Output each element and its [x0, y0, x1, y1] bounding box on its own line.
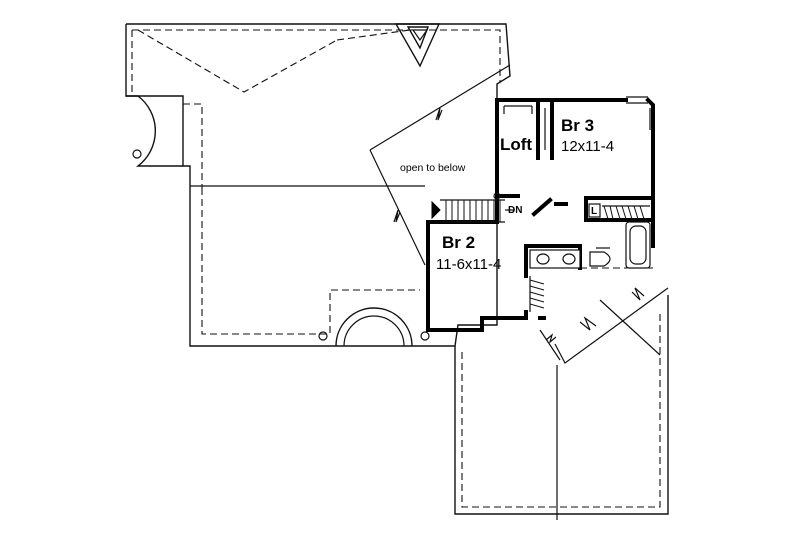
bathroom-fixtures	[529, 221, 653, 269]
stair-down	[431, 192, 514, 223]
garage-roof-outline	[454, 287, 669, 520]
loft-label: Loft	[500, 135, 532, 154]
left-bay	[126, 95, 183, 167]
linen-closet-label: L	[591, 206, 597, 217]
section-cut-lines	[369, 64, 645, 361]
br3-size: 12x11-4	[561, 138, 614, 155]
bottom-bay	[318, 307, 430, 347]
loft-details	[503, 105, 546, 150]
stairs-down-label: DN	[508, 205, 522, 216]
open-to-below-label: open to below	[400, 162, 466, 174]
br3-label: Br 3	[561, 116, 594, 135]
chimney-icon	[394, 23, 441, 68]
windows	[626, 96, 651, 130]
br2-label: Br 2	[442, 233, 475, 252]
br2-size: 11-6x11-4	[436, 256, 501, 273]
main-roof-outline	[125, 23, 511, 347]
hall-door	[531, 197, 568, 217]
br3-closet	[588, 203, 650, 220]
br2-closet	[529, 276, 545, 312]
